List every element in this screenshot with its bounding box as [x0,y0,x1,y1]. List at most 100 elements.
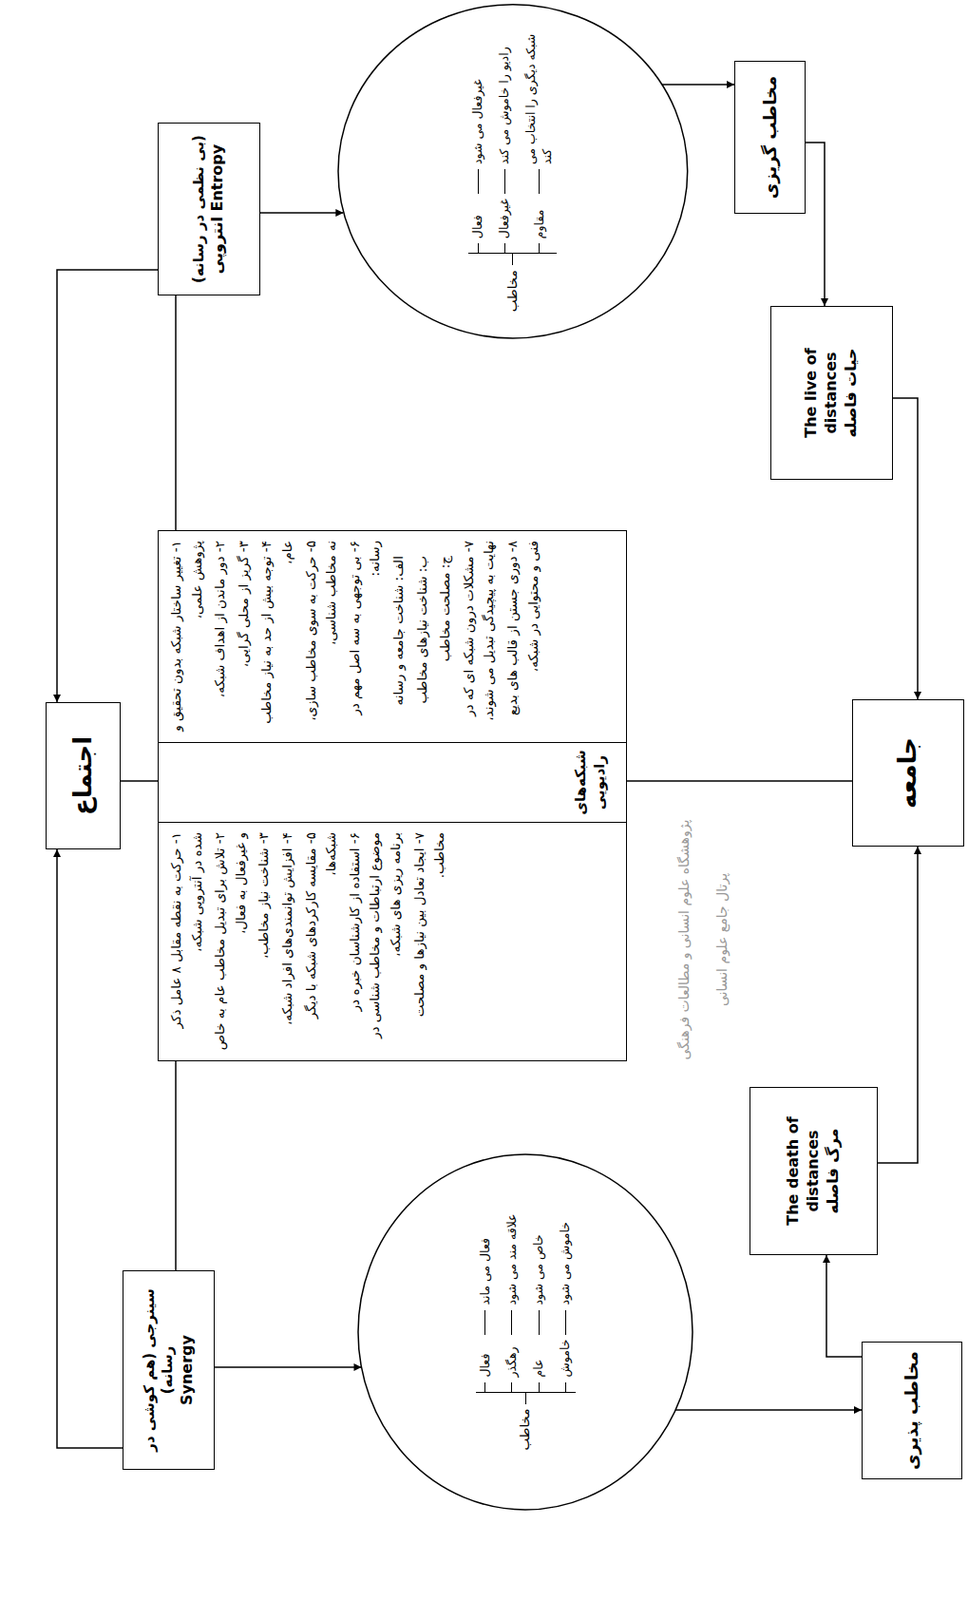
text-group: The live of distancesحیات فاصله [801,314,861,472]
connector [877,846,918,1163]
audience-type: فعال [470,198,486,239]
connector [661,83,735,86]
audience-type: فعال [477,1339,494,1378]
audience-outcome: علاقه مند می شود [504,1213,520,1305]
audience-outcome: فعال می ماند [477,1213,494,1305]
bracket-tick [511,1382,513,1392]
text-group: مخاطب پذیری [900,1349,923,1471]
entropy-factors-box: ۱- تغییر ساختار شبکه بدون تحقیق و پژوهش … [157,530,627,743]
node-text: اجتماع [67,736,100,816]
text-group: ۱- تغییر ساختار شبکه بدون تحقیق و پژوهش … [166,540,547,733]
connector [120,779,158,782]
audience-outcome: رادیو را خاموش می کند [496,31,513,165]
node-text: حیات فاصله [841,348,862,438]
node-text: The live of distances [801,336,842,451]
audience-flight-box: مخاطب گریزی [734,60,806,214]
list-item: ۵- حرکت به سوی مخاطب سازی، نه مخاطب شناس… [301,540,342,733]
connector [826,1254,862,1357]
synergy-factors-box: ۱- حرکت به نقطه مقابل ۸ عامل ذکر شده در … [157,821,627,1062]
connector [174,1061,177,1271]
community-box: جامعه [852,699,965,847]
audience-type: عام [531,1339,547,1378]
connector [260,211,343,214]
bracket: فعالغیرفعال می شودغیرفعالرادیو را خاموش … [468,31,557,254]
list-item: ۲- تلاش برای تبدیل مخاطب عام به خاص و غی… [209,832,251,1051]
node-text: مخاطب گریزی [759,75,781,199]
audience-label: مخاطب [504,269,522,312]
transition-dash [565,1309,567,1335]
connector [56,269,158,703]
node-text: انتروپی Entropy [208,144,228,274]
radio-networks-band: شبکه‌های رادیویی [157,741,627,823]
connector [56,849,123,1448]
node-text: Synergy [177,1334,198,1405]
audience-acceptance-box: مخاطب پذیری [861,1341,963,1480]
text-group: مخاطب گریزی [759,69,781,206]
connector [892,398,918,700]
list-item: ۱- حرکت به نقطه مقابل ۸ عامل ذکر شده در … [166,832,208,1051]
entropy-box: (بی نظمی در رسانه)انتروپی Entropy [157,122,261,296]
list-item: ۶- بی توجهی به سه اصل مهم در رسانه: [344,540,386,733]
bracket-stem [525,1392,527,1405]
audience-type: مقاوم [531,198,548,239]
list-item: ۴- افزایش توانمندی‌های افراد شبکه، [277,832,299,1051]
audience-ellipse: مخاطب فعال فعال می ماند رهگذر علاقه مند می ش… [357,1153,694,1511]
list-item: ۷- ایجاد تعادل بین نیازها و مصلحت مخاطب. [409,832,451,1051]
list-item: ب: شناخت نیازهای مخاطب [412,540,434,733]
watermark: پژوهشگاه علوم انسانی و مطالعات فرهنگی [676,797,692,1082]
text-group: سینرجی (هم کوشی در رسانه)Synergy [140,1278,198,1462]
audience-group: مخاطب فعال فعال می ماند رهگذر علاقه مند می ش… [475,1213,576,1450]
bracket-tick [565,1382,567,1392]
audience-type: رهگذر [504,1339,520,1378]
list-item: ج: مصلحت مخاطب [435,540,456,733]
audience-type: غیرفعال [496,198,513,239]
audience-group: مخاطبفعالغیرفعال می شودغیرفعالرادیو را خ… [468,31,557,312]
list-item: ۳- شناخت نیاز مخاطب، [253,832,275,1051]
node-text: مرگ فاصله [823,1128,844,1215]
list-item: الف: شناخت جامعه و رسانه [388,540,410,733]
transition-dash [477,169,479,194]
audience-ellipse: مخاطبفعالغیرفعال می شودغیرفعالرادیو را خ… [337,3,689,340]
text-group: The death of distancesمرگ فاصله [783,1095,843,1247]
audience-label: مخاطب [516,1408,534,1451]
text-group: (بی نظمی در رسانه)انتروپی Entropy [189,131,228,287]
transition-dash [504,169,506,194]
bracket-tick [538,243,540,253]
society-box: اجتماع [45,702,121,850]
bracket-tick [477,243,479,253]
audience-outcome: شبکه دیگری را انتخاب می کند [523,31,555,165]
bracket: فعال فعال می ماند رهگذر علاقه مند می شود عام… [475,1213,576,1392]
bracket-tick [504,243,506,253]
list-item: ۵- مقایسه کارکردهای شبکه با دیگر شبکه‌ها… [301,832,342,1051]
bracket-tick [538,1382,540,1392]
transition-dash [538,169,540,194]
node-text: شبکه‌های رادیویی [571,746,609,818]
node-text: مخاطب پذیری [900,1350,923,1470]
transition-dash [511,1309,513,1335]
list-item: ۷- مشکلات درون شبکه ای که در نهایت به پی… [458,540,500,733]
life-of-distances-box: The live of distancesحیات فاصله [770,305,893,480]
ellipse-outline [338,4,688,339]
death-of-distances-box: The death of distancesمرگ فاصله [749,1086,878,1255]
text-group: شبکه‌های رادیویی [571,746,609,818]
text-group: ۱- حرکت به نقطه مقابل ۸ عامل ذکر شده در … [166,832,454,1051]
connector [675,1408,862,1411]
bracket-stem [512,253,513,266]
text-group: اجتماع [67,710,100,841]
connector [626,779,853,782]
transition-dash [484,1309,486,1335]
synergy-box: سینرجی (هم کوشی در رسانه)Synergy [122,1270,215,1470]
node-text: (بی نظمی در رسانه) [189,134,209,284]
ellipse-outline [358,1154,693,1510]
bracket-tick [484,1382,486,1392]
node-text: The death of distances [783,1114,824,1229]
connector [174,295,177,531]
list-item: ۱- تغییر ساختار شبکه بدون تحقیق و پژوهش … [166,540,208,733]
list-item: ۳- گریز از محلی گرایی، [233,540,255,733]
audience-outcome: خاموش می شود [557,1213,573,1305]
list-item: ۸- دوری جستن از قالب های بدیع فنی و محتو… [502,540,544,733]
node-text: سینرجی (هم کوشی در رسانه) [140,1278,178,1462]
connector [805,142,825,306]
connector [214,1366,361,1368]
